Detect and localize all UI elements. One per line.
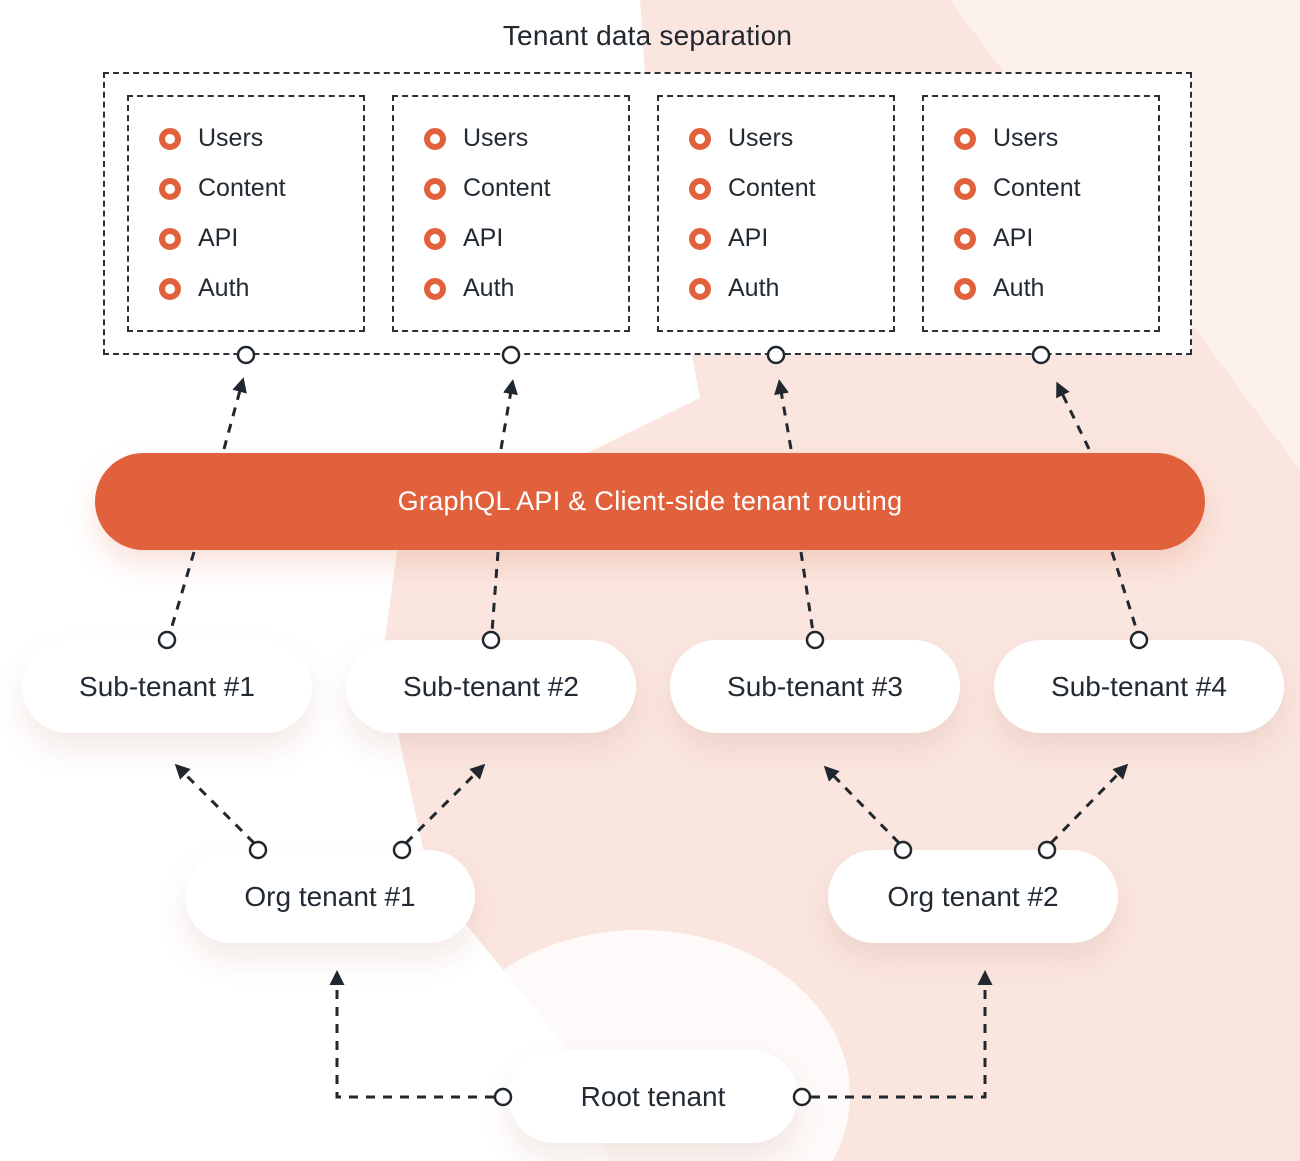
tenant-box-1: Users Content API Auth xyxy=(127,95,365,332)
tenant-box-item: Auth xyxy=(394,264,628,314)
record-dot-icon xyxy=(689,127,711,150)
tenant-box-4: Users Content API Auth xyxy=(922,95,1160,332)
record-dot-icon xyxy=(954,277,976,300)
org-tenant-1-node: Org tenant #1 xyxy=(185,850,475,943)
diagram-title: Tenant data separation xyxy=(502,20,793,51)
record-dot-icon xyxy=(159,227,181,250)
sub-tenant-label: Sub-tenant #2 xyxy=(403,670,579,702)
record-dot-icon xyxy=(424,227,446,250)
tenant-box-item-label: Users xyxy=(993,124,1059,152)
org-tenant-label: Org tenant #1 xyxy=(244,880,416,912)
tenant-box-item-label: Auth xyxy=(993,274,1045,302)
tenant-box-item: Users xyxy=(129,114,363,164)
record-dot-icon xyxy=(424,277,446,300)
tenant-box-item-label: Users xyxy=(198,124,264,152)
tenant-box-item-label: Users xyxy=(728,124,794,152)
sub-tenant-3-node: Sub-tenant #3 xyxy=(670,640,960,733)
tenant-box-item-label: Auth xyxy=(463,274,515,302)
tenant-box-item-label: Content xyxy=(463,174,551,202)
record-dot-icon xyxy=(159,127,181,150)
root-tenant-node: Root tenant xyxy=(508,1050,798,1143)
record-dot-icon xyxy=(689,177,711,200)
tenant-box-item-label: API xyxy=(993,224,1034,252)
tenant-box-item-label: Auth xyxy=(198,274,250,302)
tenant-box-item: Auth xyxy=(924,264,1158,314)
root-tenant-label: Root tenant xyxy=(580,1080,726,1112)
tenant-box-item-label: Auth xyxy=(728,274,780,302)
sub-tenant-label: Sub-tenant #1 xyxy=(79,670,255,702)
tenant-box-3: Users Content API Auth xyxy=(657,95,895,332)
sub-tenant-1-node: Sub-tenant #1 xyxy=(22,640,312,733)
tenant-box-item-label: API xyxy=(728,224,769,252)
tenant-box-item: API xyxy=(924,214,1158,264)
tenant-box-item: Users xyxy=(394,114,628,164)
tenant-box-item-label: Content xyxy=(993,174,1081,202)
record-dot-icon xyxy=(954,177,976,200)
sub-tenant-label: Sub-tenant #3 xyxy=(727,670,903,702)
org-tenant-2-node: Org tenant #2 xyxy=(828,850,1118,943)
tenant-box-item: Users xyxy=(924,114,1158,164)
record-dot-icon xyxy=(159,277,181,300)
org-tenant-label: Org tenant #2 xyxy=(887,880,1059,912)
record-dot-icon xyxy=(159,177,181,200)
record-dot-icon xyxy=(424,127,446,150)
graphql-api-bar-label: GraphQL API & Client-side tenant routing xyxy=(397,486,903,516)
record-dot-icon xyxy=(954,127,976,150)
graphql-api-bar: GraphQL API & Client-side tenant routing xyxy=(95,453,1205,550)
tenant-box-item: Auth xyxy=(659,264,893,314)
tenant-box-item: Content xyxy=(924,164,1158,214)
tenant-box-item: API xyxy=(394,214,628,264)
tenant-box-item: Auth xyxy=(129,264,363,314)
sub-tenant-label: Sub-tenant #4 xyxy=(1051,670,1227,702)
tenant-box-item-label: Users xyxy=(463,124,529,152)
tenant-box-item-label: Content xyxy=(728,174,816,202)
record-dot-icon xyxy=(954,227,976,250)
record-dot-icon xyxy=(424,177,446,200)
tenant-box-item: API xyxy=(129,214,363,264)
tenant-box-item-label: API xyxy=(198,224,239,252)
tenant-box-item: Content xyxy=(394,164,628,214)
record-dot-icon xyxy=(689,277,711,300)
record-dot-icon xyxy=(689,227,711,250)
tenant-box-2: Users Content API Auth xyxy=(392,95,630,332)
tenant-box-item: Content xyxy=(659,164,893,214)
tenant-box-item-label: Content xyxy=(198,174,286,202)
tenant-box-item: Content xyxy=(129,164,363,214)
sub-tenant-2-node: Sub-tenant #2 xyxy=(346,640,636,733)
sub-tenant-4-node: Sub-tenant #4 xyxy=(994,640,1284,733)
tenant-box-item: Users xyxy=(659,114,893,164)
tenant-box-item: API xyxy=(659,214,893,264)
tenant-box-item-label: API xyxy=(463,224,504,252)
